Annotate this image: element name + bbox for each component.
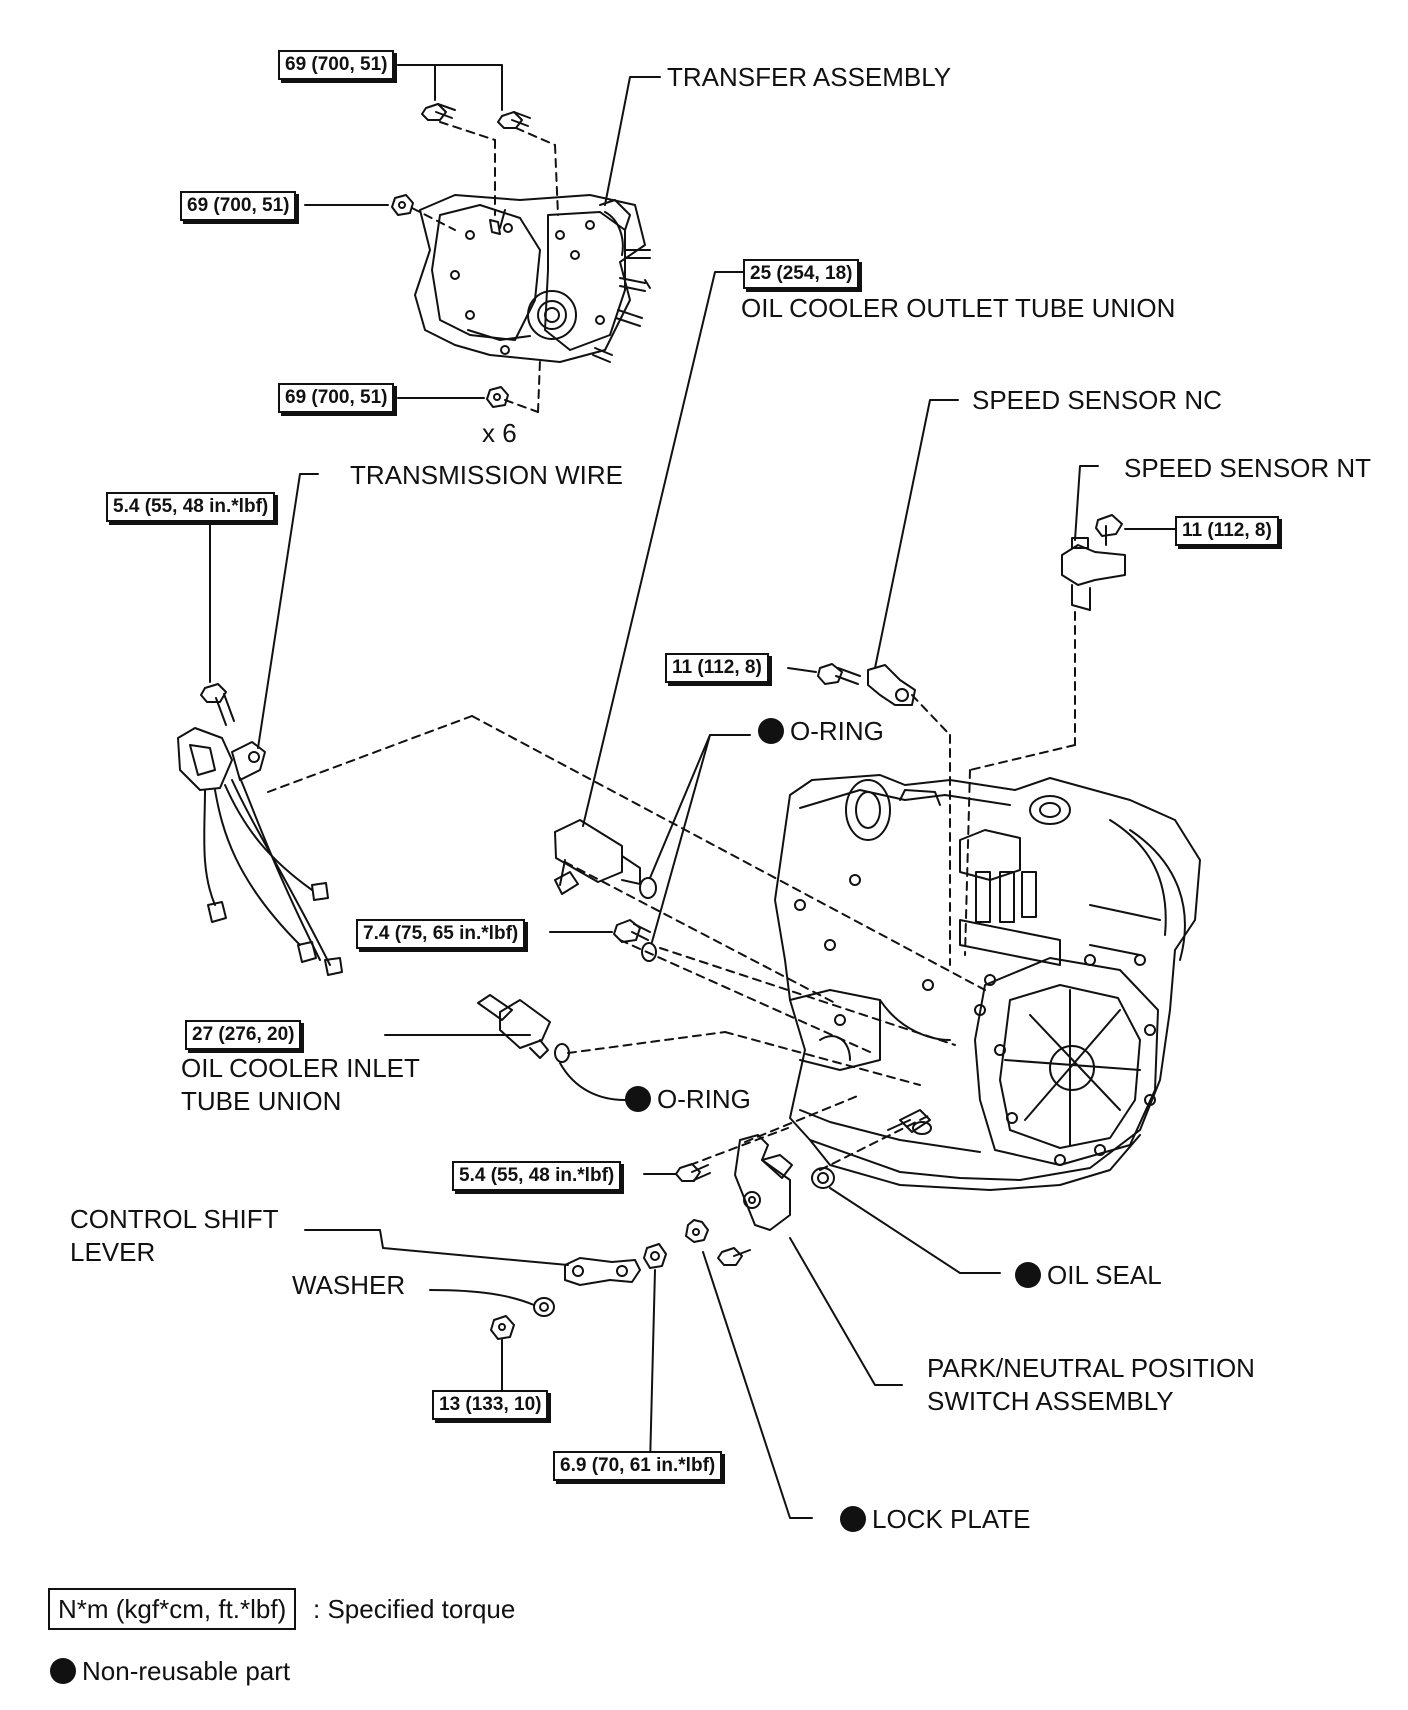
torque-box-transfer-top: 69 (700, 51): [278, 50, 395, 80]
oil-cooler-inlet-union-illustration: [477, 994, 570, 1063]
label-lock-plate: LOCK PLATE: [840, 1504, 1030, 1534]
control-shift-lever-illustration: [490, 1257, 641, 1340]
label-washer: WASHER: [292, 1270, 406, 1300]
label-park-neutral-line1: PARK/NEUTRAL POSITION: [927, 1353, 1255, 1383]
label-oil-cooler-outlet-union: OIL COOLER OUTLET TUBE UNION: [741, 293, 1176, 323]
label-speed-sensor-nt: SPEED SENSOR NT: [1124, 453, 1372, 483]
torque-box-speed-sensor-nc: 11 (112, 8): [665, 653, 769, 683]
torque-box-oil-cooler-inlet: 27 (276, 20): [185, 1020, 302, 1050]
label-speed-sensor-nc: SPEED SENSOR NC: [972, 385, 1222, 415]
non-reusable-marker-icon: [625, 1086, 651, 1112]
speed-sensor-nt-illustration: [1061, 514, 1126, 611]
non-reusable-marker-icon: [1015, 1262, 1041, 1288]
non-reusable-marker-icon: [50, 1658, 76, 1684]
label-o-ring-lower: O-RING: [625, 1084, 751, 1114]
torque-box-switch-nut: 6.9 (70, 61 in.*lbf): [553, 1451, 723, 1481]
label-park-neutral-line2: SWITCH ASSEMBLY: [927, 1386, 1174, 1416]
label-oil-seal: OIL SEAL: [1015, 1260, 1162, 1290]
legend-torque-box: N*m (kgf*cm, ft.*lbf): [48, 1588, 297, 1630]
torque-box-transfer-bottom: 69 (700, 51): [278, 383, 395, 413]
speed-sensor-nc-illustration: [817, 663, 916, 706]
legend-torque-desc: : Specified torque: [313, 1594, 516, 1624]
transmission-wire-illustration: [177, 683, 343, 976]
label-oil-cooler-inlet-line1: OIL COOLER INLET: [181, 1053, 420, 1083]
label-o-ring-upper: O-RING: [758, 716, 884, 746]
label-o-ring-lower-text: O-RING: [657, 1084, 751, 1114]
label-o-ring-upper-text: O-RING: [790, 716, 884, 746]
label-transmission-wire: TRANSMISSION WIRE: [350, 460, 624, 490]
legend-non-reusable-text: Non-reusable part: [82, 1656, 291, 1686]
label-lock-plate-text: LOCK PLATE: [872, 1504, 1031, 1534]
oil-cooler-outlet-union-illustration: [554, 819, 657, 899]
label-quantity: x 6: [482, 418, 517, 448]
non-reusable-marker-icon: [840, 1506, 866, 1532]
torque-box-transfer-mid: 69 (700, 51): [180, 191, 297, 221]
label-control-shift-line2: LEVER: [70, 1237, 156, 1267]
transfer-assembly-illustration: [391, 103, 651, 408]
label-transfer-assembly: TRANSFER ASSEMBLY: [667, 62, 952, 92]
label-oil-seal-text: OIL SEAL: [1047, 1260, 1162, 1290]
torque-box-oil-cooler-outlet: 25 (254, 18): [743, 259, 860, 289]
torque-box-control-shift-nut: 13 (133, 10): [432, 1390, 549, 1420]
torque-box-transmission-wire: 5.4 (55, 48 in.*lbf): [106, 492, 276, 522]
torque-box-park-neutral-switch: 5.4 (55, 48 in.*lbf): [452, 1161, 622, 1191]
torque-box-case-bolt: 7.4 (75, 65 in.*lbf): [356, 919, 526, 949]
non-reusable-marker-icon: [758, 718, 784, 744]
label-control-shift-line1: CONTROL SHIFT: [70, 1204, 279, 1234]
park-neutral-switch-illustration: [643, 1134, 835, 1269]
transmission-case-illustration: [774, 774, 1201, 1191]
label-oil-cooler-inlet-line2: TUBE UNION: [181, 1086, 342, 1116]
legend-non-reusable: Non-reusable part: [50, 1656, 290, 1686]
torque-box-speed-sensor-nt: 11 (112, 8): [1175, 516, 1279, 546]
